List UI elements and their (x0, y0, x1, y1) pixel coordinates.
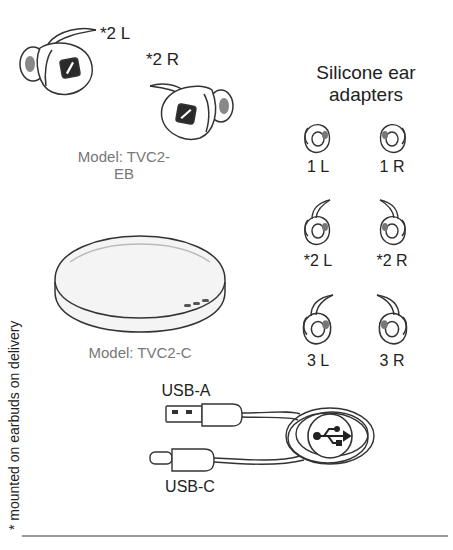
earbud-left (20, 29, 96, 95)
earbud-right (150, 84, 233, 139)
callout-label: *2 L (100, 24, 130, 44)
charging-case (55, 236, 225, 332)
bottom-rule (22, 535, 448, 536)
model-label: Model: TVC2-EB (69, 148, 179, 183)
adapter-size: 3 L (307, 352, 329, 370)
usb-cable (150, 404, 374, 471)
footnote: * mounted on earbuds on delivery (6, 321, 22, 530)
adapter-size: *2 R (376, 252, 407, 270)
adapter-size: *2 L (304, 252, 332, 270)
ear-adapters (303, 125, 406, 344)
adapter-size: 1 L (307, 158, 329, 176)
connector-label: USB-C (165, 478, 215, 496)
connector-label: USB-A (162, 382, 211, 400)
section-heading: Silicone ear adapters (291, 62, 441, 106)
adapter-size: 3 R (380, 352, 405, 370)
callout-label: *2 R (146, 50, 179, 70)
model-label: Model: TVC2-C (88, 344, 191, 361)
adapter-size: 1 R (380, 158, 405, 176)
